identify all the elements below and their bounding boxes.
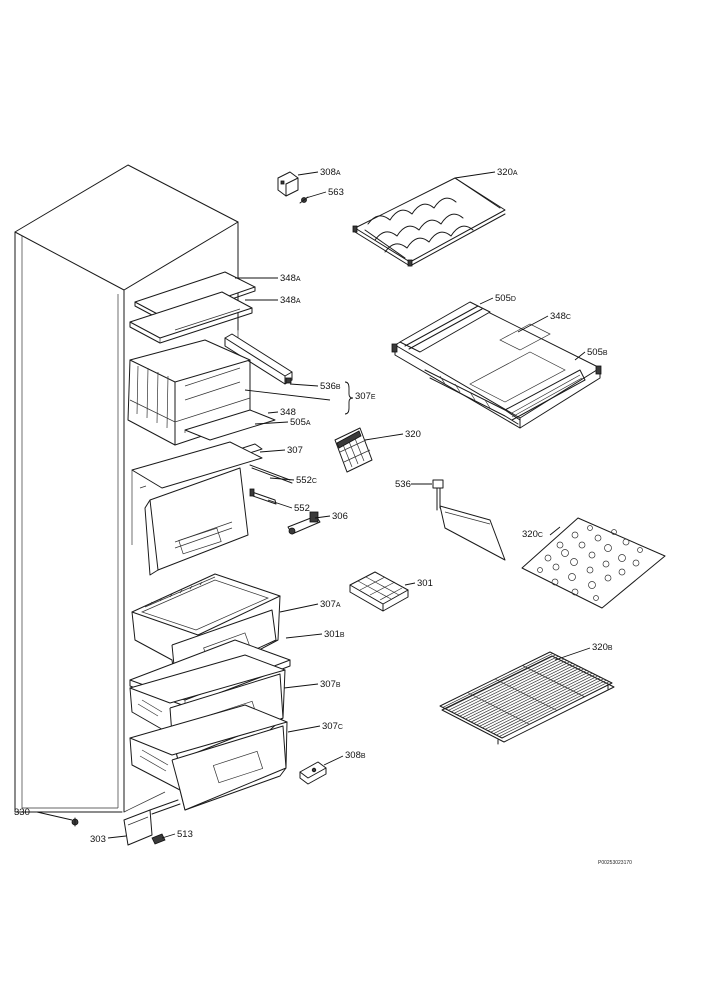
label-301: 301 (417, 578, 433, 589)
drawer-307c (129, 704, 288, 811)
label-320c: 320C (522, 529, 543, 540)
label-552: 552 (294, 503, 310, 514)
plinth-303 (123, 809, 153, 846)
base-strip (149, 799, 181, 815)
label-505d: 505D (495, 293, 516, 304)
bottle-rack-320a (352, 177, 506, 267)
label-307e: 307E (355, 391, 376, 402)
rack-crossbar (522, 665, 585, 698)
rack-crossbar (467, 692, 530, 725)
label-320: 320 (405, 429, 421, 440)
fruit-box-307e (127, 339, 251, 446)
bracket-308a (277, 171, 299, 197)
divider-536 (432, 479, 506, 561)
label-552c: 552C (296, 475, 317, 486)
screw-330 (71, 817, 79, 827)
group-bracket-307e (344, 381, 354, 415)
label-301b: 301B (324, 629, 345, 640)
label-303: 303 (90, 834, 106, 845)
hinge-pin-552c (249, 464, 293, 484)
label-563: 563 (328, 187, 344, 198)
label-320a: 320A (497, 167, 518, 178)
label-307a: 307A (320, 599, 341, 610)
perforated-plate-320c (521, 517, 666, 609)
drawing-code: P00253023170 (598, 860, 632, 866)
glass-shelf-348 (184, 409, 276, 441)
shelf-assembly-505 (391, 301, 602, 429)
drawer-front-307 (131, 441, 263, 576)
glass-shelf-348a-lower (129, 291, 253, 344)
label-348: 348 (280, 407, 296, 418)
label-307b: 307B (320, 679, 341, 690)
label-536: 536 (395, 479, 411, 490)
ice-tray-301 (349, 571, 409, 612)
clip-513 (151, 833, 166, 845)
label-320b: 320B (592, 642, 613, 653)
wire-rack-320b (439, 651, 615, 745)
small-rack-320 (334, 427, 373, 473)
label-330: 330 (14, 807, 30, 818)
label-308a: 308A (320, 167, 341, 178)
label-505b: 505B (587, 347, 608, 358)
label-348a-upper: 348A (280, 273, 301, 284)
rack-crossbar (494, 678, 558, 711)
label-505a: 505A (290, 417, 311, 428)
label-308b: 308B (345, 750, 366, 761)
label-348a-lower: 348A (280, 295, 301, 306)
label-348c: 348C (550, 311, 571, 322)
shelf-support-536b (224, 333, 293, 385)
refrigerator-cabinet (14, 164, 239, 813)
label-307: 307 (287, 445, 303, 456)
leader-lines (36, 171, 591, 839)
part-labels: 308A 563 320A 348A 348A 505D 348C 505B 5… (14, 167, 632, 866)
label-307c: 307C (322, 721, 343, 732)
bracket-308b (299, 761, 327, 785)
label-306: 306 (332, 511, 348, 522)
hinge-306 (287, 511, 321, 535)
label-513: 513 (177, 829, 193, 840)
label-536b: 536B (320, 381, 341, 392)
